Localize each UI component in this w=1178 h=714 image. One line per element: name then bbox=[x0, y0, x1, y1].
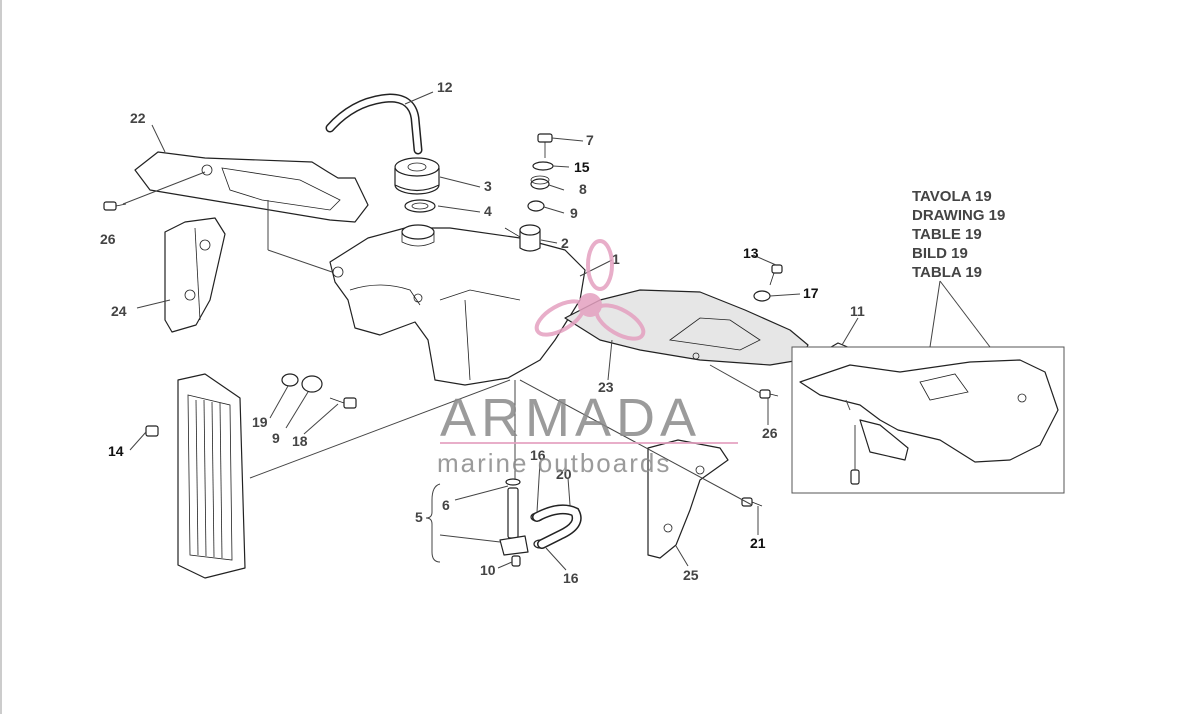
part-23-side-cover-right bbox=[564, 289, 809, 366]
callout-1: 1 bbox=[612, 251, 620, 267]
radiator bbox=[177, 373, 246, 579]
part-9-spacer-lower bbox=[301, 375, 323, 393]
part-26-screw-left bbox=[103, 201, 127, 211]
callout-labels: 12 22 26 24 3 4 7 15 8 9 2 1 13 17 11 23… bbox=[100, 79, 865, 586]
callout-14: 14 bbox=[108, 443, 124, 459]
part-17-grommet bbox=[753, 290, 771, 302]
callout-6: 6 bbox=[442, 497, 450, 513]
callout-13: 13 bbox=[743, 245, 759, 261]
callout-17: 17 bbox=[803, 285, 819, 301]
part-15-washer bbox=[532, 161, 554, 171]
reference-line-4: BILD 19 bbox=[912, 245, 968, 262]
leader-lines bbox=[122, 91, 991, 571]
callout-5: 5 bbox=[415, 509, 423, 525]
inset-reference-box bbox=[791, 346, 1065, 494]
callout-4: 4 bbox=[484, 203, 492, 219]
reference-line-1: TAVOLA 19 bbox=[912, 188, 992, 205]
part-8-bushing bbox=[530, 175, 550, 190]
part-22-side-cover bbox=[134, 151, 369, 223]
watermark: ARMADA marine outboards bbox=[437, 239, 738, 478]
part-4-cap-seal bbox=[404, 199, 436, 213]
callout-20: 20 bbox=[556, 466, 572, 482]
callout-16-upper: 16 bbox=[530, 447, 546, 463]
part-1-fuel-tank bbox=[329, 224, 586, 386]
reference-line-3: TABLE 19 bbox=[912, 226, 982, 243]
part-10-screw bbox=[511, 555, 521, 567]
callout-11: 11 bbox=[850, 303, 865, 319]
callout-7: 7 bbox=[586, 132, 594, 148]
callout-2: 2 bbox=[561, 235, 569, 251]
propeller-logo bbox=[534, 239, 646, 341]
part-7-bolt bbox=[537, 133, 553, 158]
part-12-breather-hose bbox=[325, 93, 423, 155]
callout-23: 23 bbox=[598, 379, 614, 395]
callout-26-right: 26 bbox=[762, 425, 778, 441]
part-3-fuel-cap bbox=[394, 157, 440, 195]
callout-15: 15 bbox=[574, 159, 590, 175]
callout-25: 25 bbox=[683, 567, 699, 583]
callout-16-lower: 16 bbox=[563, 570, 579, 586]
callout-26-left: 26 bbox=[100, 231, 116, 247]
part-18-bolt bbox=[329, 397, 357, 409]
callout-9-upper: 9 bbox=[570, 205, 578, 221]
callout-22: 22 bbox=[130, 110, 146, 126]
part-9-spacer-upper bbox=[527, 200, 545, 212]
part-19-rubber-mount bbox=[281, 373, 299, 387]
drawing-reference: TAVOLA 19 DRAWING 19 TABLE 19 BILD 19 TA… bbox=[912, 188, 1005, 281]
callout-10: 10 bbox=[480, 562, 496, 578]
group-5-brace bbox=[425, 483, 441, 563]
part-26-screw-right bbox=[759, 389, 779, 399]
callout-9-lower: 9 bbox=[272, 430, 280, 446]
callout-12: 12 bbox=[437, 79, 453, 95]
callout-18: 18 bbox=[292, 433, 308, 449]
reference-line-2: DRAWING 19 bbox=[912, 207, 1005, 224]
part-24-radiator-panel bbox=[164, 217, 226, 333]
part-5-fuel-tap bbox=[499, 478, 529, 556]
reference-line-5: TABLA 19 bbox=[912, 264, 982, 281]
part-2-rubber-mount bbox=[519, 224, 541, 252]
callout-24: 24 bbox=[111, 303, 127, 319]
watermark-brand: ARMADA bbox=[440, 388, 701, 448]
part-14-clip bbox=[145, 425, 159, 437]
watermark-tagline: marine outboards bbox=[437, 448, 671, 478]
part-20-fuel-hose bbox=[532, 504, 582, 549]
callout-8: 8 bbox=[579, 181, 587, 197]
callout-21: 21 bbox=[750, 535, 766, 551]
callout-19: 19 bbox=[252, 414, 268, 430]
callout-3: 3 bbox=[484, 178, 492, 194]
part-13-bolt bbox=[769, 264, 783, 286]
